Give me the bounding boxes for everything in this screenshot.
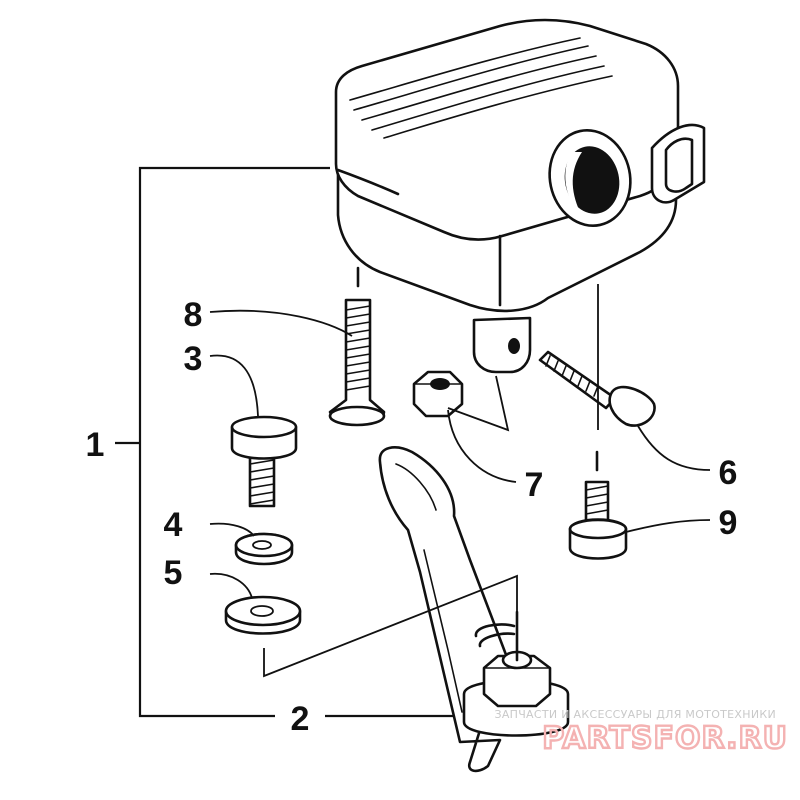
screw-3 — [230, 415, 298, 508]
callout-labels: 1 2 3 4 5 6 7 8 9 — [86, 296, 738, 738]
washer-5 — [224, 595, 302, 635]
screw-6 — [538, 350, 656, 427]
callout-leaders — [209, 309, 711, 599]
callout-7: 7 — [525, 466, 544, 504]
callout-3: 3 — [184, 340, 203, 378]
screw-8 — [328, 266, 386, 427]
callout-5: 5 — [164, 554, 183, 592]
callout-4: 4 — [164, 506, 183, 544]
washer-4 — [234, 532, 294, 566]
callout-1: 1 — [86, 426, 105, 464]
watermark: ЗАПЧАСТИ И АКСЕССУАРЫ ДЛЯ МОТОТЕХНИКИ PA… — [494, 708, 788, 757]
assembly-guidelines — [263, 284, 599, 678]
switch-housing — [334, 18, 706, 374]
nut-7 — [412, 370, 464, 418]
watermark-subtitle: ЗАПЧАСТИ И АКСЕССУАРЫ ДЛЯ МОТОТЕХНИКИ — [494, 708, 776, 721]
callout-2: 2 — [291, 700, 310, 738]
callout-6: 6 — [719, 454, 738, 492]
watermark-logo: PARTSFOR.RU — [542, 721, 788, 756]
callout-9: 9 — [719, 504, 738, 542]
callout-8: 8 — [184, 296, 203, 334]
assembly-bracket — [115, 166, 460, 718]
throttle-lever-2 — [378, 446, 570, 773]
screw-9 — [568, 450, 628, 560]
